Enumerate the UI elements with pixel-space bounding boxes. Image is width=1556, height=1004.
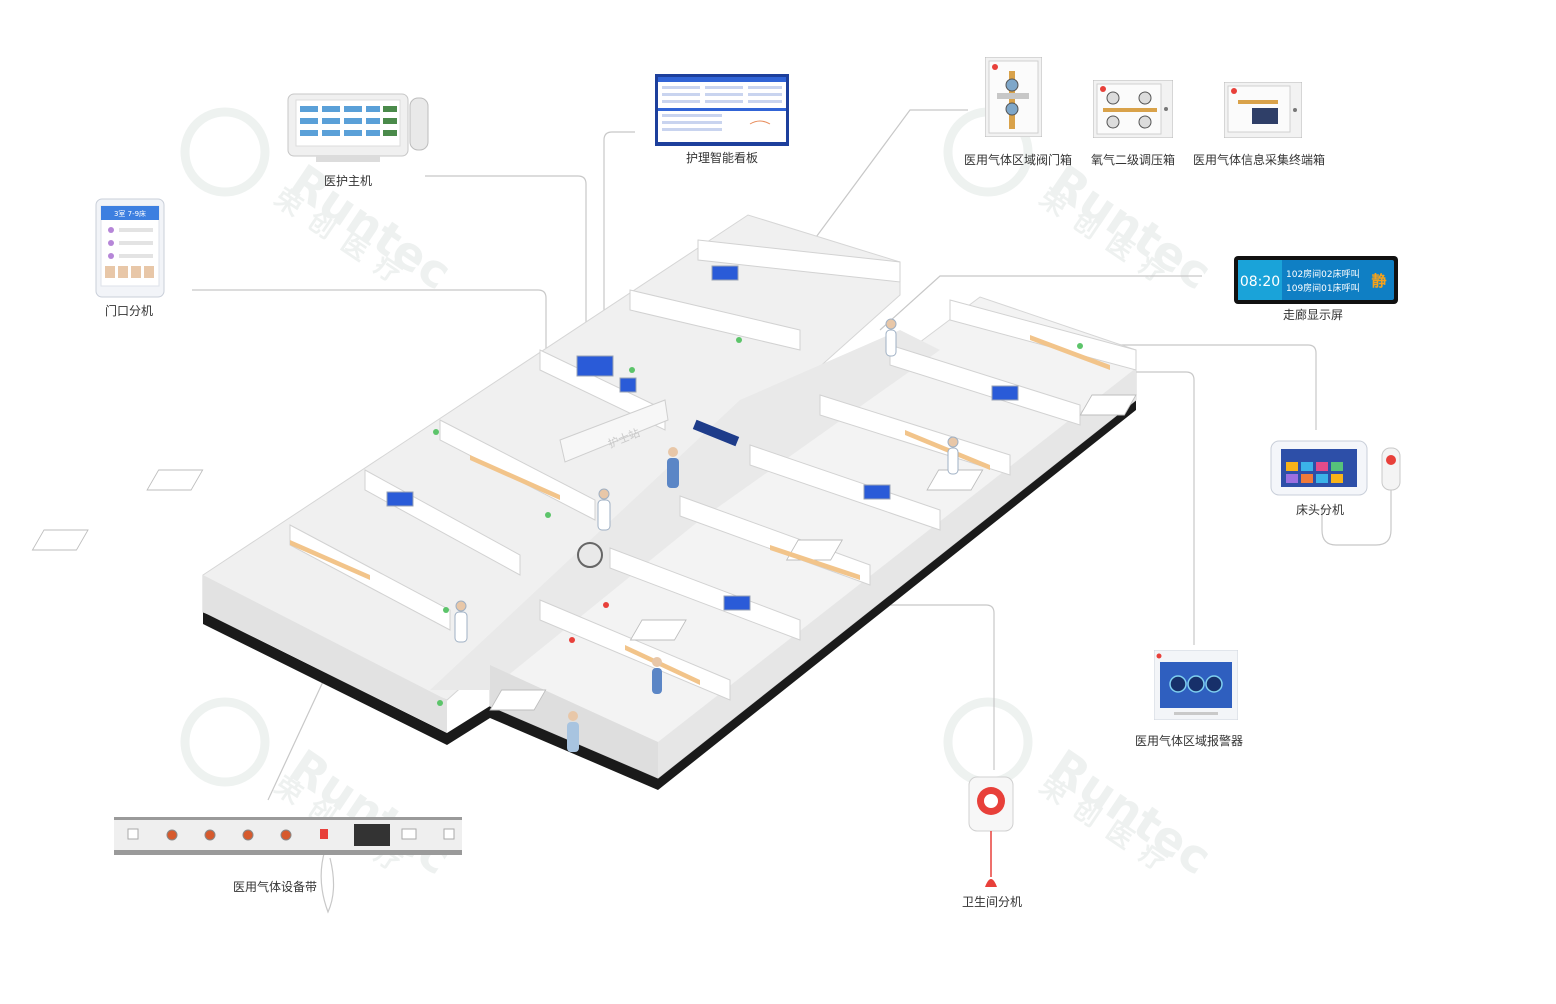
- room-wall: [889, 344, 1081, 426]
- device-point: [545, 512, 551, 518]
- gas-strip-device: [114, 817, 462, 855]
- call-handle-icon: [1381, 447, 1401, 491]
- hospital-bed: [146, 469, 204, 491]
- device-point: [1077, 343, 1083, 349]
- hospital-bed: [629, 619, 687, 641]
- valve-box-label: 医用气体区域阀门箱: [963, 153, 1073, 167]
- outer-wall-left: [203, 575, 447, 733]
- corridor-screen-mini: [692, 419, 740, 447]
- corridor-screen-call-1: 102房间02床呼叫: [1286, 268, 1360, 280]
- nurse-host-device: [286, 92, 434, 164]
- bedhead-strip: [470, 455, 560, 500]
- room-tv-screen: [863, 484, 891, 500]
- device-point: [629, 367, 635, 373]
- corridor-screen-badge: 静: [1371, 272, 1386, 290]
- corridor-screen-label: 走廊显示屏: [1282, 308, 1344, 322]
- room-tv-screen: [723, 595, 751, 611]
- toilet-unit-device: [966, 775, 1016, 890]
- hospital-bed: [31, 529, 89, 551]
- gas-strip-label: 医用气体设备带: [232, 880, 318, 894]
- bedhead-strip: [1030, 335, 1110, 370]
- door-unit-label: 门口分机: [104, 304, 154, 318]
- room-tv-screen: [711, 265, 739, 281]
- oxygen-box-device: [1092, 79, 1174, 139]
- phone-handset-icon: [409, 97, 429, 151]
- bedhead-strip: [770, 545, 860, 580]
- hospital-bed: [1079, 394, 1137, 416]
- room-wall: [629, 289, 801, 351]
- room-tv-screen: [386, 491, 414, 507]
- device-point: [736, 337, 742, 343]
- valve-box-device: [984, 56, 1043, 138]
- room-tv-screen: [619, 377, 637, 393]
- corridor-screen-call-2: 109房间01床呼叫: [1286, 282, 1360, 294]
- nurse-station-counter: [559, 399, 669, 463]
- bedhead-strip: [290, 540, 370, 580]
- oxygen-box-label: 氧气二级调压箱: [1090, 153, 1176, 167]
- nurse-host-label: 医护主机: [323, 174, 373, 188]
- gas-alarm-device: [1153, 649, 1239, 721]
- outer-wall-right: [658, 368, 1136, 778]
- people: [454, 318, 959, 752]
- nursing-board-device: [655, 74, 789, 146]
- nursing-board-label: 护理智能看板: [685, 151, 759, 165]
- hospital-bed: [926, 469, 984, 491]
- bedside-unit-label: 床头分机: [1295, 503, 1345, 517]
- gas-terminal-device: [1223, 81, 1303, 139]
- bedhead-strip: [625, 645, 700, 685]
- door-unit-device: 3室 7-9床: [95, 198, 165, 298]
- device-point: [437, 700, 443, 706]
- gas-terminal-label: 医用气体信息采集终端箱: [1192, 153, 1326, 167]
- room-tv-screen: [576, 355, 614, 377]
- room-tv-screen: [991, 385, 1019, 401]
- gas-alarm-label: 医用气体区域报警器: [1134, 734, 1244, 748]
- call-point: [569, 637, 575, 643]
- room-wall: [949, 299, 1137, 371]
- device-point: [433, 429, 439, 435]
- device-point: [443, 607, 449, 613]
- corridor-screen-device: 08:20 102房间02床呼叫 109房间01床呼叫 静: [1234, 256, 1398, 304]
- toilet-unit-label: 卫生间分机: [961, 895, 1023, 909]
- door-unit-screen-text: 3室 7-9床: [114, 209, 146, 218]
- room-wall: [697, 239, 901, 283]
- call-point: [603, 602, 609, 608]
- corridor-screen-time: 08:20: [1240, 274, 1280, 290]
- bedhead-strip: [905, 430, 990, 470]
- hospital-bed: [489, 689, 547, 711]
- bedside-unit-device: [1270, 440, 1410, 496]
